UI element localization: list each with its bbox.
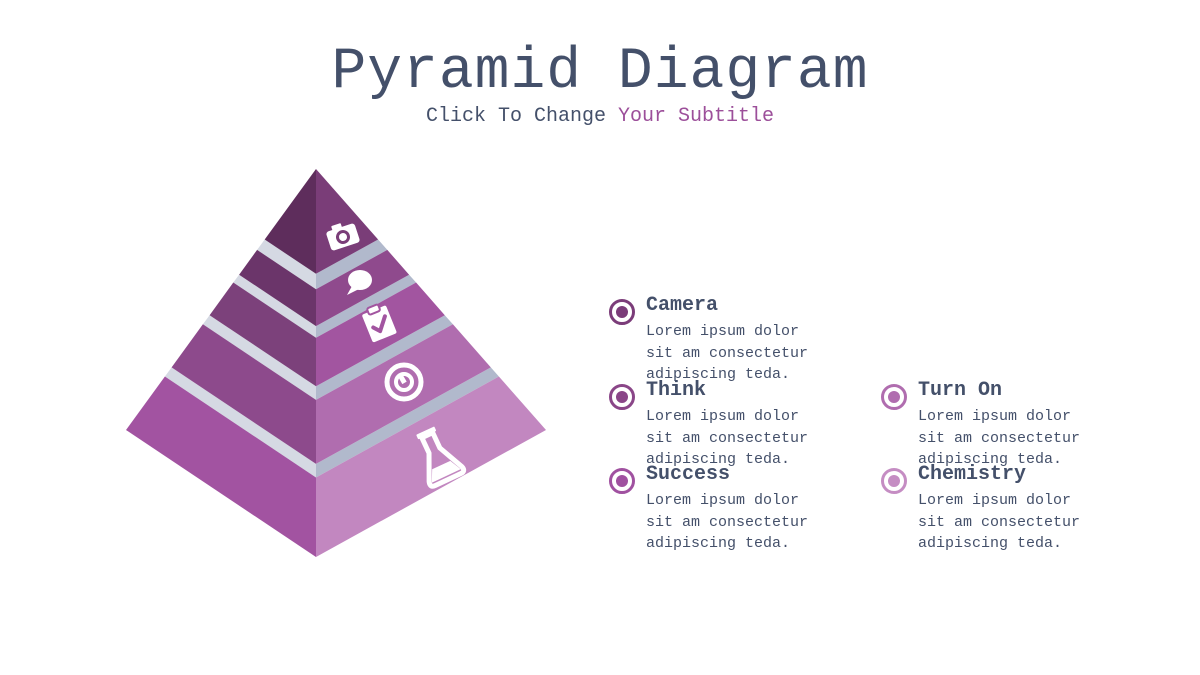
subtitle-main: Click To Change	[425, 105, 618, 128]
bullet-dot	[616, 306, 628, 318]
list-item: Camera Lorem ipsum dolor sit am consecte…	[609, 294, 886, 386]
bullet-dot	[888, 475, 900, 487]
item-title: Success	[646, 463, 731, 486]
bullet-ring-icon	[609, 384, 635, 410]
pyramid-level-left-face	[171, 324, 316, 464]
item-description: Lorem ipsum dolor sit am consectetur adi…	[646, 492, 809, 552]
pyramid-level-left-face	[264, 169, 316, 274]
pyramid-separator-right	[316, 367, 499, 478]
page-subtitle: Click To Change Your Subtitle	[0, 104, 1200, 130]
pyramid-level-left-face	[239, 249, 316, 327]
pyramid-separator-left	[164, 367, 316, 478]
item-title: Chemistry	[918, 463, 1027, 486]
item-title: Camera	[646, 294, 719, 317]
clipboard-check-icon	[362, 303, 397, 343]
pyramid-level-left-face	[126, 376, 316, 557]
pyramid-separator-right	[316, 274, 417, 338]
list-item: Chemistry Lorem ipsum dolor sit am conse…	[881, 463, 1158, 555]
list-item: Turn On Lorem ipsum dolor sit am consect…	[881, 379, 1158, 471]
pyramid-level-left-face	[209, 282, 316, 387]
speech-bubble-icon	[347, 270, 372, 295]
page-title: Pyramid Diagram	[331, 40, 869, 105]
bullet-dot	[616, 475, 628, 487]
item-description: Lorem ipsum dolor sit am consectetur adi…	[918, 408, 1081, 468]
camera-icon	[326, 223, 360, 251]
list-item: Success Lorem ipsum dolor sit am consect…	[609, 463, 886, 555]
list-item: Think Lorem ipsum dolor sit am consectet…	[609, 379, 886, 471]
pyramid-separator-right	[316, 239, 388, 290]
pyramid-separator-left	[257, 239, 316, 290]
power-icon	[384, 362, 424, 402]
item-description: Lorem ipsum dolor sit am consectetur adi…	[646, 323, 809, 383]
bullet-ring-icon	[609, 468, 635, 494]
pyramid-separator-right	[316, 315, 453, 400]
item-description: Lorem ipsum dolor sit am consectetur adi…	[918, 492, 1081, 552]
pyramid-separator-left	[202, 315, 316, 400]
item-description: Lorem ipsum dolor sit am consectetur adi…	[646, 408, 809, 468]
item-title: Turn On	[918, 379, 1003, 402]
pyramid-separator-left	[233, 274, 316, 338]
bullet-ring-icon	[881, 384, 907, 410]
flask-icon	[416, 426, 467, 489]
bullet-ring-icon	[609, 299, 635, 325]
subtitle-accent: Your Subtitle	[618, 105, 775, 128]
item-title: Think	[646, 379, 707, 402]
pyramid-level-right-face	[316, 324, 491, 464]
bullet-dot	[888, 391, 900, 403]
bullet-dot	[616, 391, 628, 403]
bullet-ring-icon	[881, 468, 907, 494]
